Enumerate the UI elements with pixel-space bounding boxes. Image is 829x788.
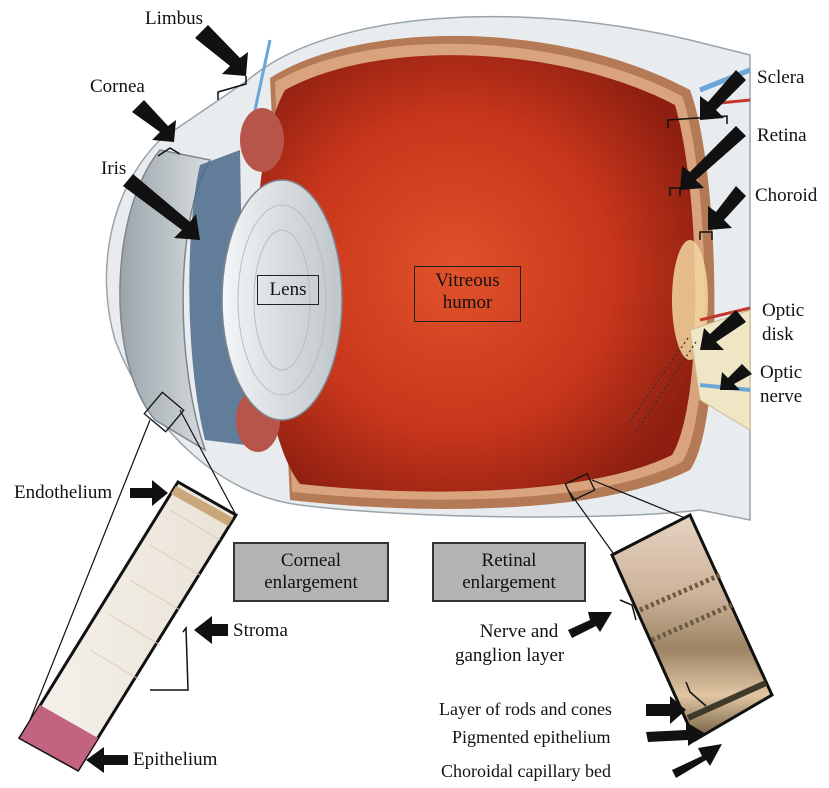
label-pigmented: Pigmented epithelium (452, 726, 610, 748)
corneal-enl-line-2: enlargement (235, 572, 387, 594)
label-cornea: Cornea (90, 76, 145, 98)
retinal-enlargement-box: Retinal enlargement (432, 542, 586, 602)
label-choroid: Choroid (755, 185, 817, 207)
label-lens: Lens (257, 275, 319, 305)
label-iris: Iris (101, 158, 126, 180)
label-rods-cones: Layer of rods and cones (439, 698, 612, 720)
nerve-arrow-icon (568, 612, 612, 638)
corneal-enl-line-1: Corneal (235, 550, 387, 572)
label-retina: Retina (757, 125, 807, 147)
label-endothelium: Endothelium (14, 482, 112, 504)
limbus-arrow-icon (195, 25, 248, 76)
label-nerve-1: Nerve and (464, 621, 574, 643)
label-optic-nerve-1: Optic (760, 362, 802, 384)
stroma-arrow-icon (194, 616, 228, 644)
label-sclera: Sclera (757, 67, 804, 89)
vitreous-line-1: Vitreous (415, 270, 520, 292)
label-optic-nerve-2: nerve (760, 386, 802, 408)
label-nerve-2: ganglion layer (455, 645, 564, 667)
label-optic-disk-2: disk (762, 324, 794, 346)
choroidal-arrow-icon (672, 744, 722, 778)
retinal-enl-line-2: enlargement (434, 572, 584, 594)
label-optic-disk-1: Optic (762, 300, 804, 322)
label-epithelium: Epithelium (133, 749, 217, 771)
label-stroma: Stroma (233, 620, 288, 642)
label-choroidal: Choroidal capillary bed (441, 760, 611, 782)
corneal-enlargement-box: Corneal enlargement (233, 542, 389, 602)
epithelium-arrow-icon (86, 747, 128, 773)
endothelium-arrow-icon (130, 480, 168, 506)
retinal-enlargement-strip (612, 515, 772, 740)
cornea-arrow-icon (132, 100, 176, 142)
retinal-enl-line-1: Retinal (434, 550, 584, 572)
vitreous-line-2: humor (415, 292, 520, 314)
label-limbus: Limbus (145, 8, 203, 30)
label-vitreous-humor: Vitreous humor (414, 266, 521, 322)
